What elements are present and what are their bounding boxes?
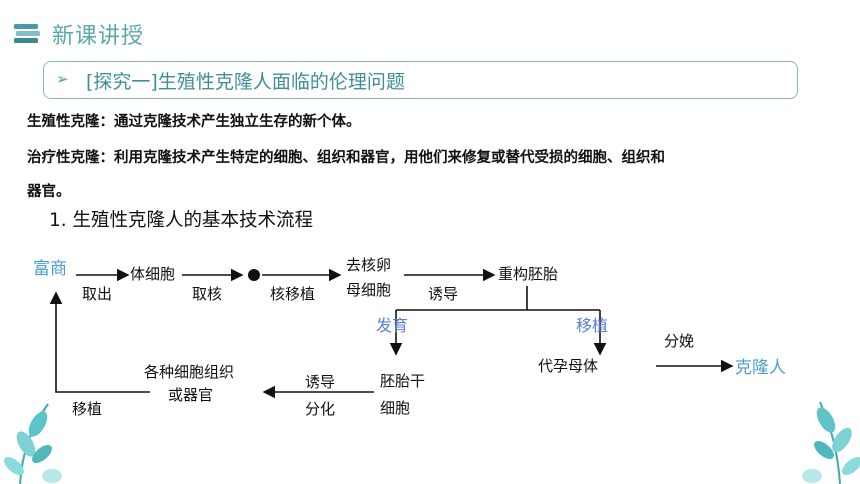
node-donor: 富商 (33, 259, 67, 279)
nucleus-dot (248, 269, 260, 281)
leaf-decoration-right (802, 401, 860, 484)
label-induce: 诱导 (428, 285, 459, 303)
label-nuclear-transfer: 核移植 (270, 285, 316, 303)
node-embryonic-stem-line1: 胚胎干 (380, 372, 426, 390)
label-take-nucleus: 取核 (192, 285, 223, 303)
label-delivery: 分娩 (664, 332, 695, 350)
leaf-decoration-left (4, 403, 62, 484)
node-clone-human: 克隆人 (735, 358, 786, 378)
label-transplant-back: 移植 (72, 400, 103, 418)
node-tissues-line1: 各种细胞组织 (144, 363, 235, 381)
node-tissues-line2: 或器官 (168, 386, 214, 404)
label-transplant: 移植 (576, 316, 609, 335)
label-induce-diff-line1: 诱导 (305, 373, 336, 391)
arrow-tissues-to-donor (49, 291, 150, 393)
triangle-bullet-icon: ➢ (56, 70, 69, 88)
section-box (43, 61, 798, 99)
header-title: 新课讲授 (52, 24, 145, 49)
node-surrogate-mother: 代孕母体 (538, 357, 599, 375)
node-embryonic-stem-line2: 细胞 (380, 399, 411, 417)
definition-therapeutic-line2: 器官。 (27, 184, 71, 200)
node-enucleated-egg-line2: 母细胞 (346, 281, 392, 299)
label-develop: 发育 (376, 316, 409, 335)
book-stack-icon (14, 24, 40, 43)
subheading: 1. 生殖性克隆人的基本技术流程 (49, 210, 314, 231)
label-take-out: 取出 (82, 285, 113, 303)
definition-therapeutic-line1: 治疗性克隆：利用克隆技术产生特定的细胞、组织和器官，用他们来修复或替代受损的细胞… (27, 150, 665, 166)
node-somatic-cell: 体细胞 (130, 265, 176, 283)
section-title: [探究一]生殖性克隆人面临的伦理问题 (86, 71, 405, 93)
node-enucleated-egg-line1: 去核卵 (346, 256, 392, 274)
node-reconstructed-embryo: 重构胚胎 (498, 265, 559, 283)
definition-reproductive: 生殖性克隆：通过克隆技术产生独立生存的新个体。 (27, 114, 361, 130)
label-induce-diff-line2: 分化 (305, 400, 336, 418)
